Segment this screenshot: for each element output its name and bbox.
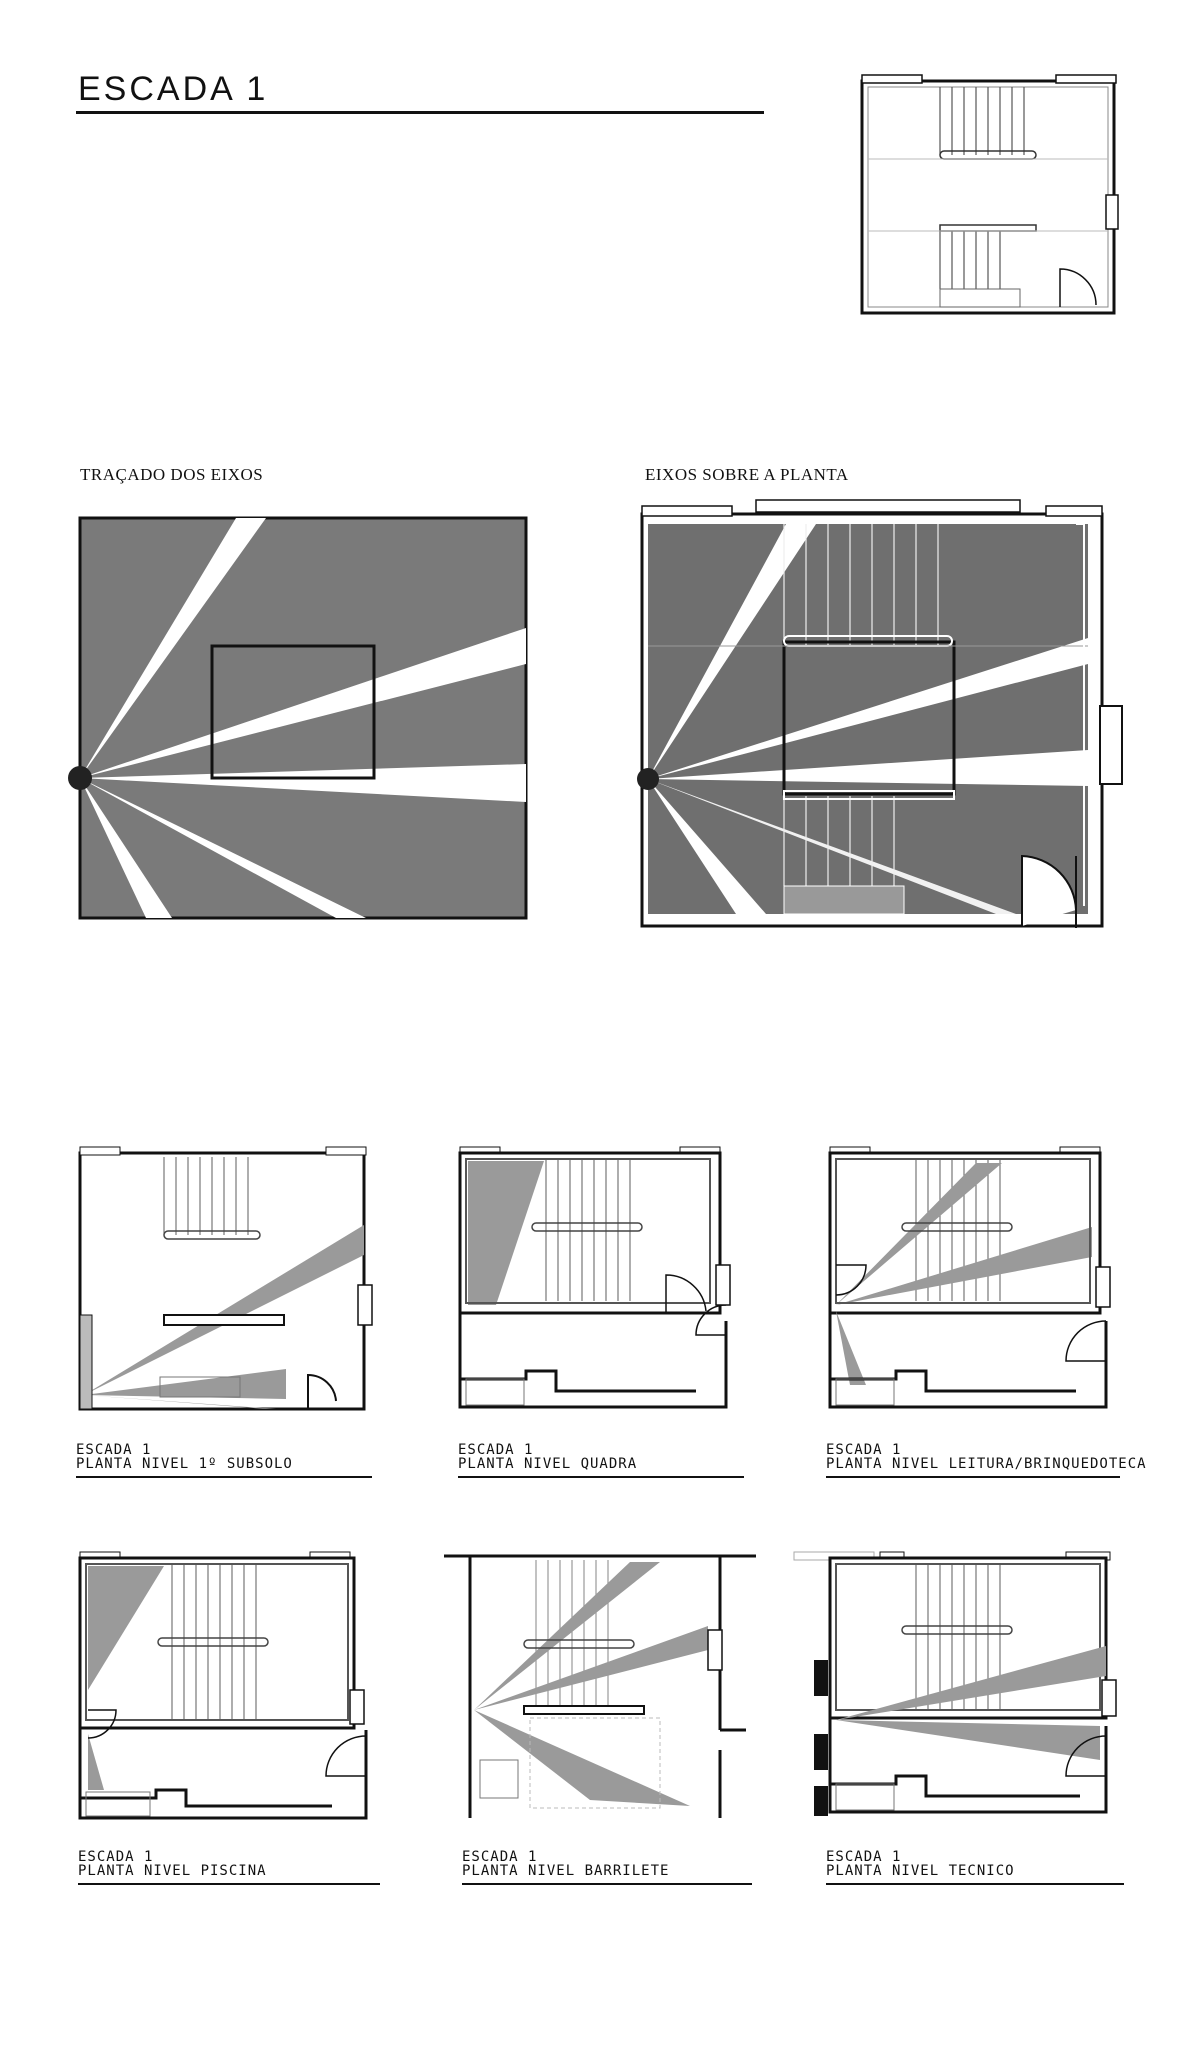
plan-leitura-drawing <box>828 1146 1111 1409</box>
caption-line2: PLANTA NIVEL QUADRA <box>458 1456 638 1472</box>
caption-line1: ESCADA 1 <box>462 1849 538 1865</box>
page-title: ESCADA 1 <box>78 70 269 108</box>
plan-caption-tecnico: ESCADA 1 PLANTA NIVEL TECNICO <box>826 1850 1015 1878</box>
plan-piscina-drawing <box>78 1551 368 1820</box>
caption-line2: PLANTA NIVEL BARRILETE <box>462 1863 670 1879</box>
caption-rule <box>458 1476 744 1478</box>
plan-caption-subsolo: ESCADA 1 PLANTA NIVEL 1º SUBSOLO <box>76 1443 293 1471</box>
plan-caption-leitura: ESCADA 1 PLANTA NIVEL LEITURA/BRINQUEDOT… <box>826 1443 1147 1471</box>
caption-line1: ESCADA 1 <box>826 1442 902 1458</box>
plan-caption-piscina: ESCADA 1 PLANTA NIVEL PISCINA <box>78 1850 267 1878</box>
caption-rule <box>78 1883 380 1885</box>
caption-rule <box>462 1883 752 1885</box>
axes-over-plan-diagram <box>637 499 1123 928</box>
axes-tracing-diagram <box>68 516 528 920</box>
plan-caption-quadra: ESCADA 1 PLANTA NIVEL QUADRA <box>458 1443 637 1471</box>
key-plan <box>860 74 1119 315</box>
overlay-section-label: EIXOS SOBRE A PLANTA <box>645 465 849 484</box>
axes-section-label: TRAÇADO DOS EIXOS <box>80 465 264 484</box>
caption-rule <box>826 1883 1124 1885</box>
plan-quadra-drawing <box>458 1146 731 1409</box>
title-underline <box>76 111 764 114</box>
caption-line2: PLANTA NIVEL 1º SUBSOLO <box>76 1456 293 1472</box>
caption-line2: PLANTA NIVEL TECNICO <box>826 1863 1015 1879</box>
caption-line2: PLANTA NIVEL PISCINA <box>78 1863 267 1879</box>
caption-rule <box>826 1476 1120 1478</box>
caption-rule <box>76 1476 372 1478</box>
caption-line1: ESCADA 1 <box>76 1442 152 1458</box>
plan-subsolo-drawing <box>78 1146 373 1411</box>
caption-line1: ESCADA 1 <box>78 1849 154 1865</box>
plan-barrilete-drawing <box>444 1554 756 1818</box>
caption-line1: ESCADA 1 <box>826 1849 902 1865</box>
caption-line2: PLANTA NIVEL LEITURA/BRINQUEDOTECA <box>826 1456 1147 1472</box>
plan-tecnico-drawing <box>793 1551 1117 1816</box>
plan-caption-barrilete: ESCADA 1 PLANTA NIVEL BARRILETE <box>462 1850 669 1878</box>
caption-line1: ESCADA 1 <box>458 1442 534 1458</box>
